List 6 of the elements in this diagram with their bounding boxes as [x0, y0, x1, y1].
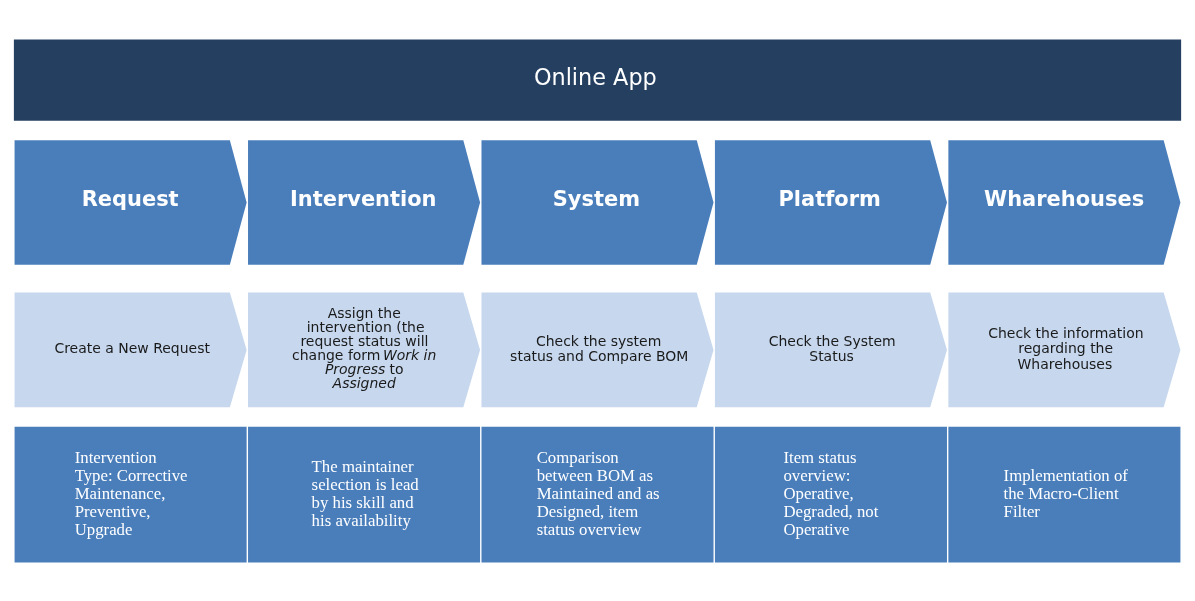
node-box: The maintainer selection is lead by his skill and his availability	[248, 426, 481, 562]
node-box: Intervention Type: Corrective Maintenance, Preventive, Upgrade	[14, 426, 247, 562]
node-box: Item status overview: Operative, Degraded, not Operative	[714, 426, 947, 562]
node-box: Implementation of the Macro-Client Filter	[948, 426, 1181, 562]
node-box: Comparison between BOM as Maintained and as Designed, item status overview	[481, 426, 714, 562]
node-box: Online App	[13, 39, 1182, 121]
